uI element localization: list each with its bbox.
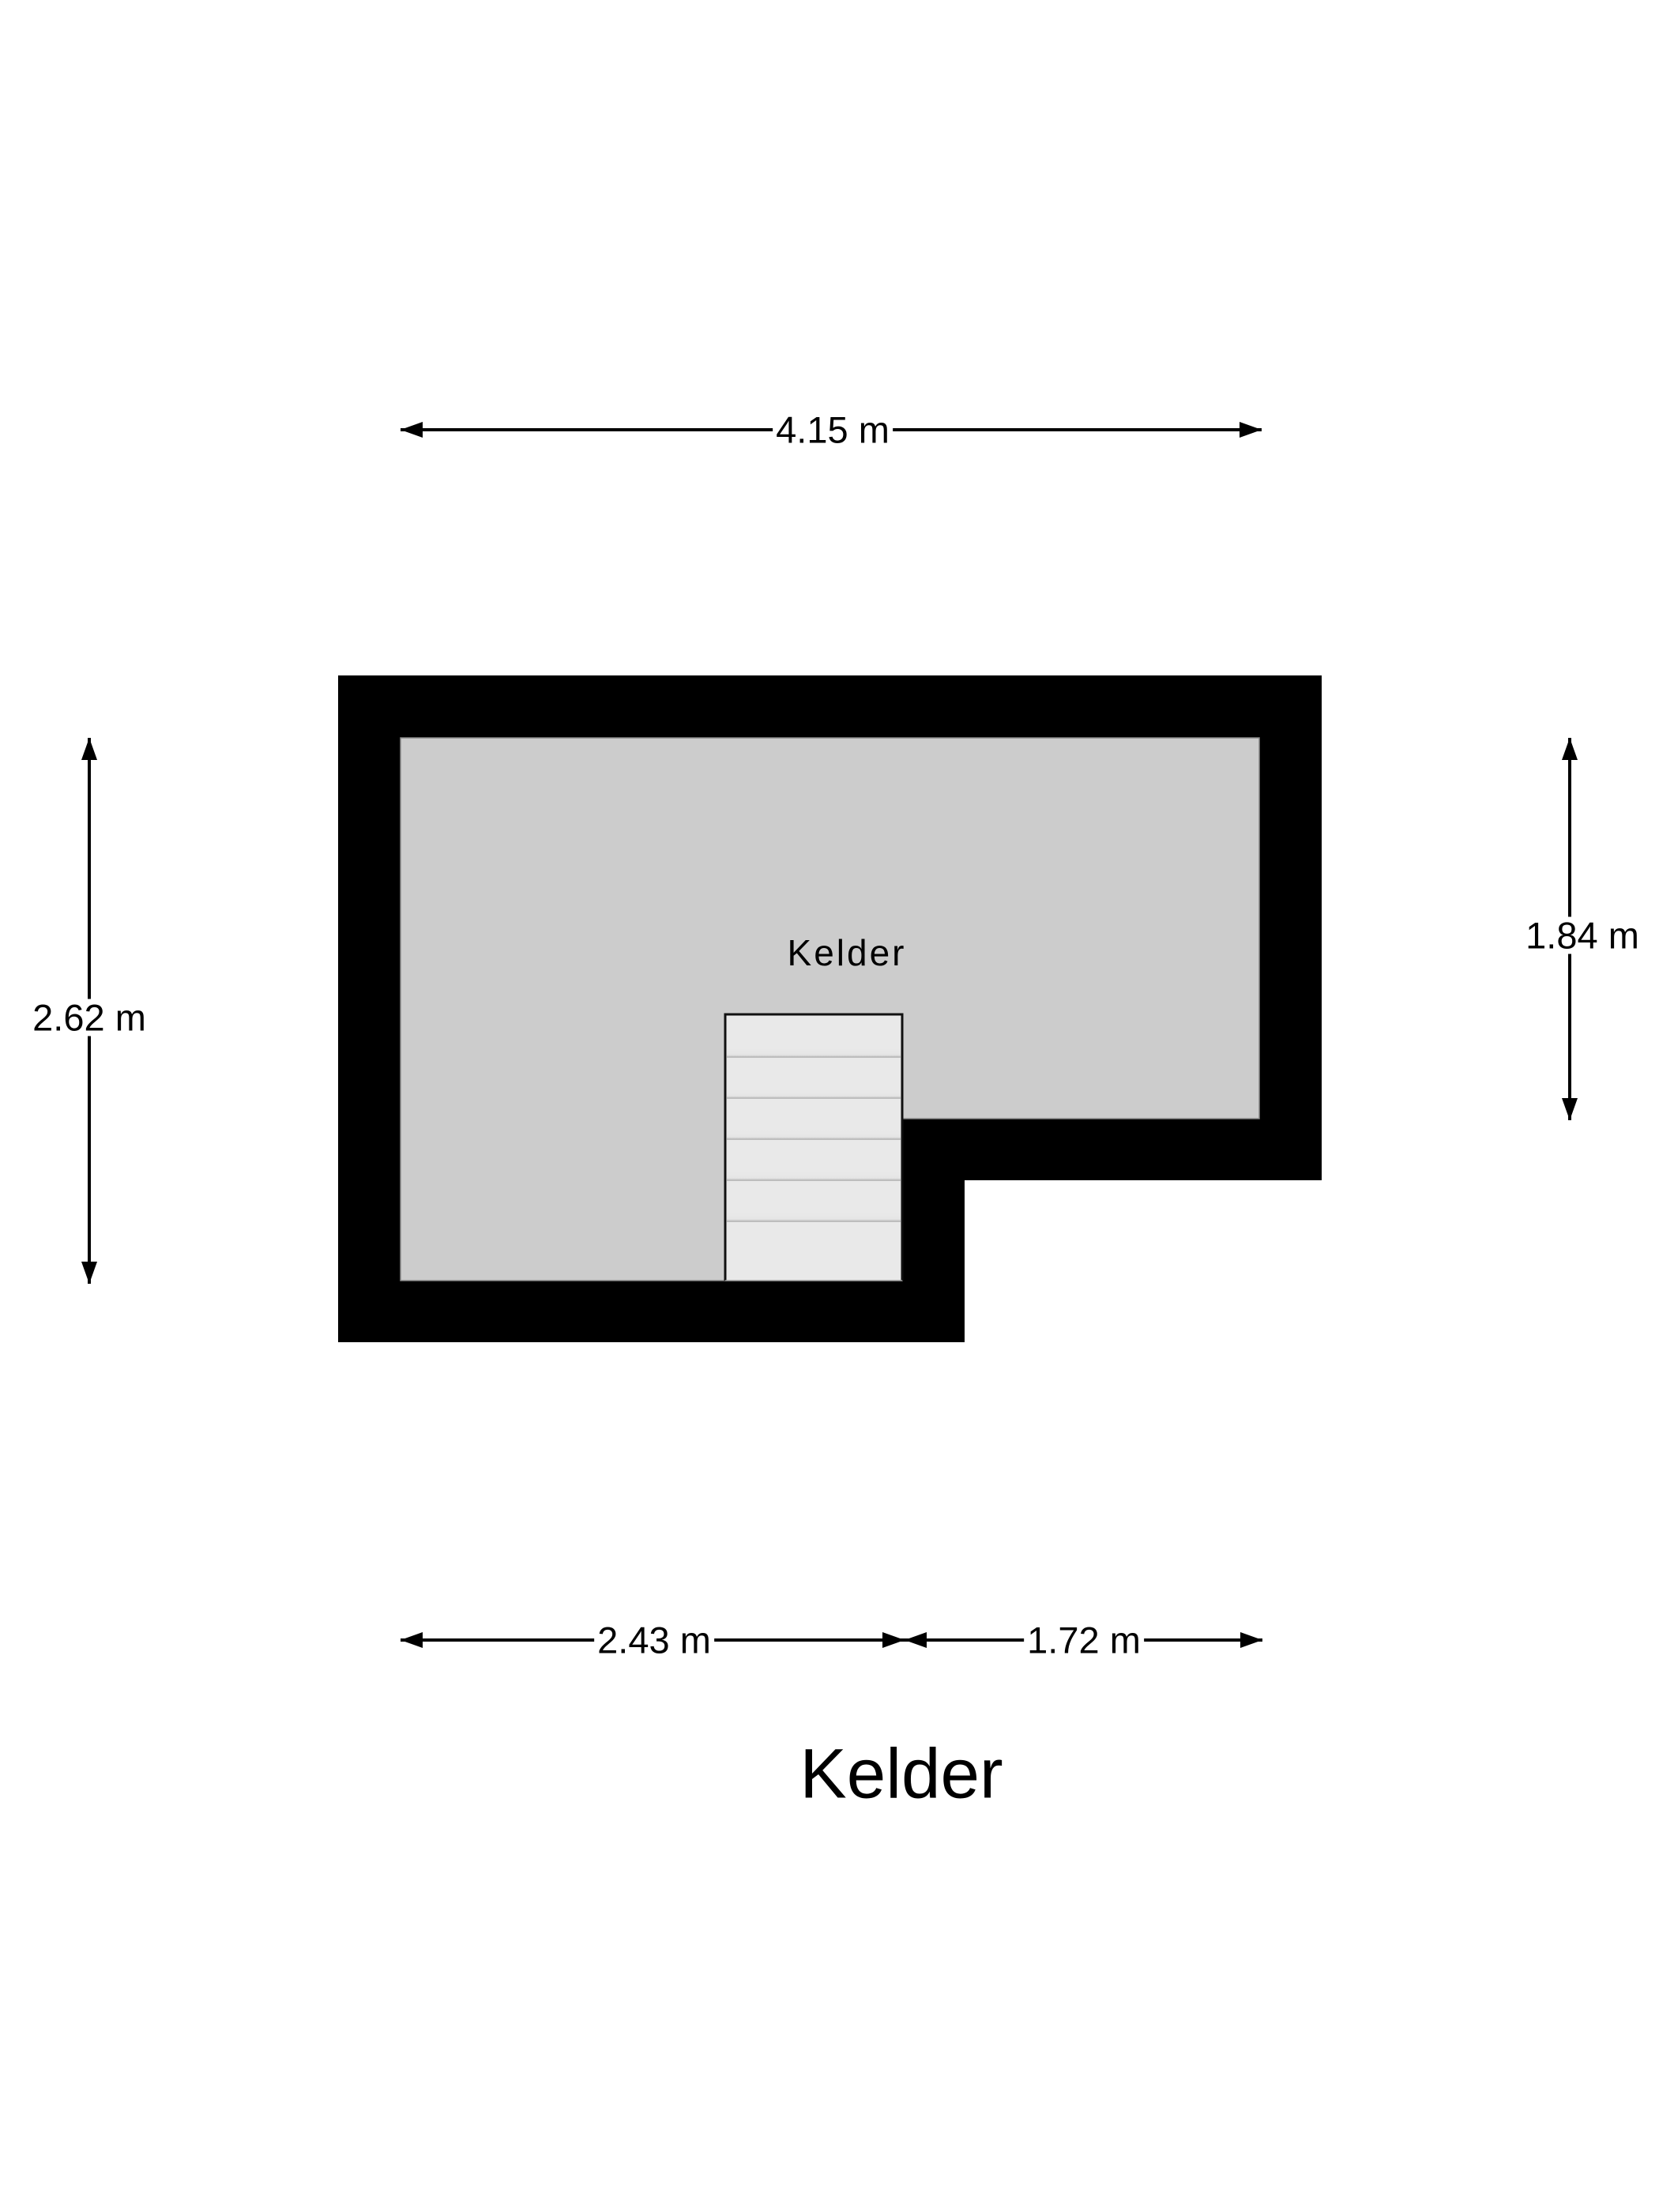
floor-title: Kelder bbox=[799, 1733, 1003, 1813]
dim-label-bottom-right: 1.72 m bbox=[1024, 1621, 1144, 1659]
room-label-kelder: Kelder bbox=[787, 932, 907, 973]
dim-label-right: 1.84 m bbox=[1522, 916, 1642, 954]
dim-label-bottom-left: 2.43 m bbox=[594, 1621, 714, 1659]
dim-label-left: 2.62 m bbox=[29, 999, 149, 1036]
staircase bbox=[724, 1013, 904, 1281]
dim-label-top: 4.15 m bbox=[773, 411, 893, 449]
